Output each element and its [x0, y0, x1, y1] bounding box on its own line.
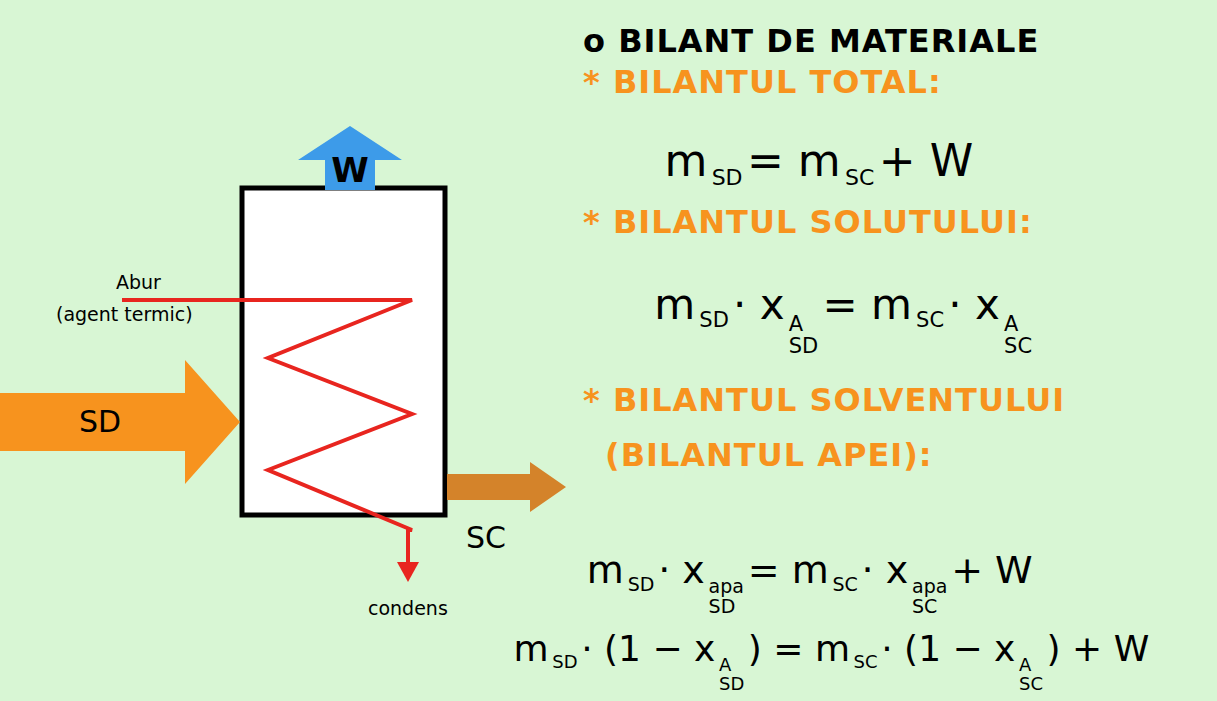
condensate-label: condens	[368, 597, 448, 620]
balance-equation: mSD= mSC+ W	[660, 132, 978, 192]
subscript: SC	[912, 597, 947, 617]
subscript: SD	[628, 572, 655, 597]
balance-equation: mSD· xapaSD= mSC· xapaSC+ W	[583, 546, 1037, 617]
equation-term: m	[664, 132, 707, 189]
arrow-label: SD	[79, 407, 121, 437]
index-pair: ASC	[1004, 313, 1032, 357]
equation-term: · x	[948, 278, 1000, 333]
superscript: A	[789, 313, 819, 335]
index-pair: ASD	[789, 313, 819, 357]
feed-arrow: SD	[0, 360, 240, 484]
concentrate-arrow	[447, 462, 566, 512]
equation-term: = m	[822, 278, 911, 333]
balance-heading: * BILANTUL SOLUTULUI:	[583, 203, 1033, 241]
superscript: A	[1019, 656, 1043, 675]
equation-term: + W	[879, 132, 973, 189]
index-pair: apaSD	[709, 577, 744, 617]
equation-term: = m	[748, 546, 829, 595]
equation-term: · (1 − x	[581, 626, 715, 673]
subscript: SC	[854, 650, 878, 673]
subscript: SC	[1004, 335, 1032, 357]
superscript: A	[719, 656, 744, 675]
equation-term: · x	[862, 546, 909, 595]
subscript: SC	[832, 572, 857, 597]
subscript: SD	[709, 597, 744, 617]
balance-heading: * BILANTUL SOLVENTULUI (BILANTUL APEI):	[583, 373, 1205, 483]
subscript: SD	[719, 675, 744, 694]
superscript: apa	[709, 577, 744, 597]
subscript: SD	[789, 335, 819, 357]
section-title: o BILANT DE MATERIALE	[583, 22, 1039, 60]
superscript: A	[1004, 313, 1032, 335]
index-pair: ASD	[719, 656, 744, 694]
subscript: SD	[699, 307, 729, 334]
arrow-fill	[298, 126, 402, 190]
equation-term: + W	[951, 546, 1033, 595]
steam-label: Abur (agent termic)	[56, 266, 216, 330]
equation-term: ) + W	[1047, 626, 1150, 673]
index-pair: ASC	[1019, 656, 1043, 694]
equation-term: · (1 − x	[881, 626, 1015, 673]
superscript: apa	[912, 577, 947, 597]
subscript: SD	[712, 164, 743, 193]
subscript: SC	[1019, 675, 1043, 694]
balance-equation: mSD· (1 − xASD) = mSC· (1 − xASC) + W	[510, 626, 1153, 694]
balance-equation: mSD· xASD= mSC· xASC	[650, 278, 1032, 357]
subscript: SD	[552, 650, 577, 673]
vapour-arrow: W	[298, 126, 402, 190]
subscript: SC	[845, 164, 874, 193]
subscript: SC	[916, 307, 944, 334]
condensate-arrowhead	[397, 562, 419, 582]
equation-term: m	[654, 278, 695, 333]
equation-term: · x	[733, 278, 785, 333]
equation-term: m	[514, 626, 549, 673]
equation-term: · x	[658, 546, 705, 595]
balance-heading: * BILANTUL TOTAL:	[583, 63, 942, 101]
equation-term: = m	[747, 132, 841, 189]
arrow-label: W	[331, 153, 369, 190]
equation-term: m	[587, 546, 624, 595]
index-pair: apaSC	[912, 577, 947, 617]
equation-term: ) = m	[748, 626, 850, 673]
arrow-fill	[0, 360, 240, 484]
stream-label: SC	[466, 520, 506, 556]
evaporator-vessel	[242, 188, 445, 515]
